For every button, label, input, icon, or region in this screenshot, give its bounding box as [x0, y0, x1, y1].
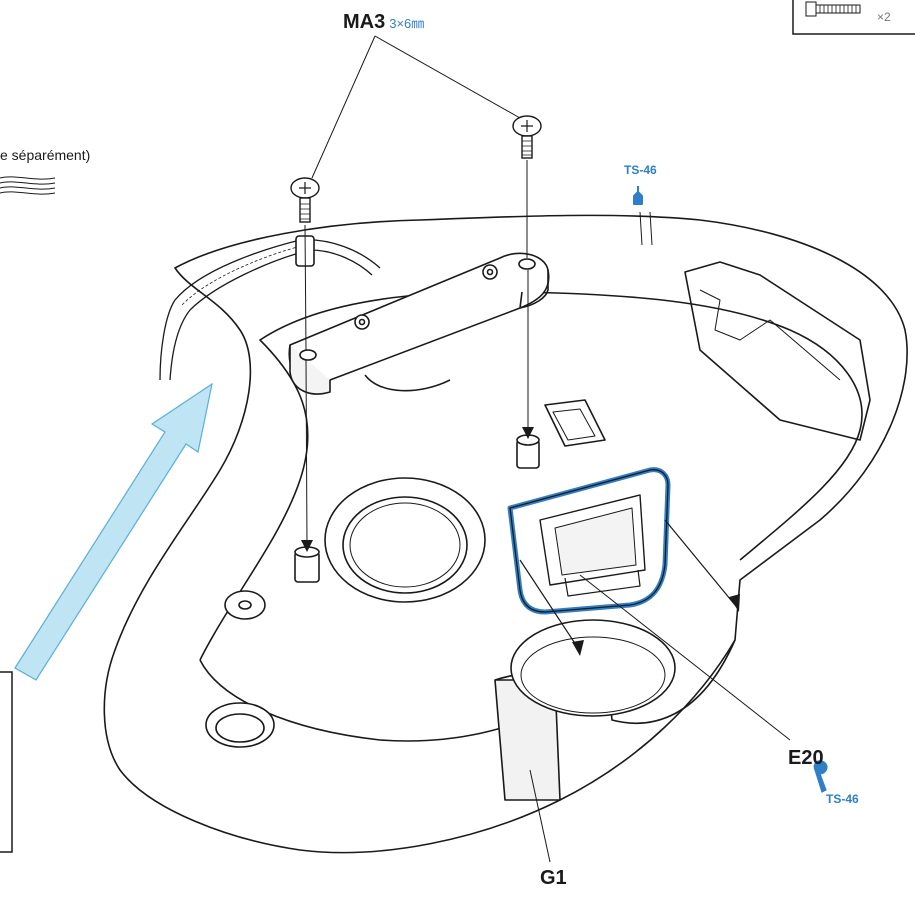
- french-note: e séparément): [0, 147, 91, 163]
- qty-label: ×2: [877, 10, 891, 24]
- part-g1-label: G1: [540, 867, 567, 889]
- screw-size-label: 3×6㎜: [389, 16, 425, 31]
- fan-bracket: [159, 235, 550, 395]
- glue-bottle-icon: [633, 186, 643, 205]
- screw-right: [512, 115, 542, 159]
- glue-label-top: TS-46: [624, 163, 657, 177]
- cable-icon: [0, 176, 56, 195]
- screw-icon: [805, 1, 861, 17]
- arrow-icon: [14, 382, 213, 681]
- left-callout-box: [0, 671, 13, 853]
- screw-left: [290, 177, 320, 223]
- screw-count-box: [792, 0, 915, 35]
- part-e20: [507, 467, 671, 615]
- glue-bottle-icon-2: [813, 760, 828, 793]
- part-e20-label: E20: [788, 747, 824, 769]
- glue-label-bottom: TS-46: [826, 792, 859, 806]
